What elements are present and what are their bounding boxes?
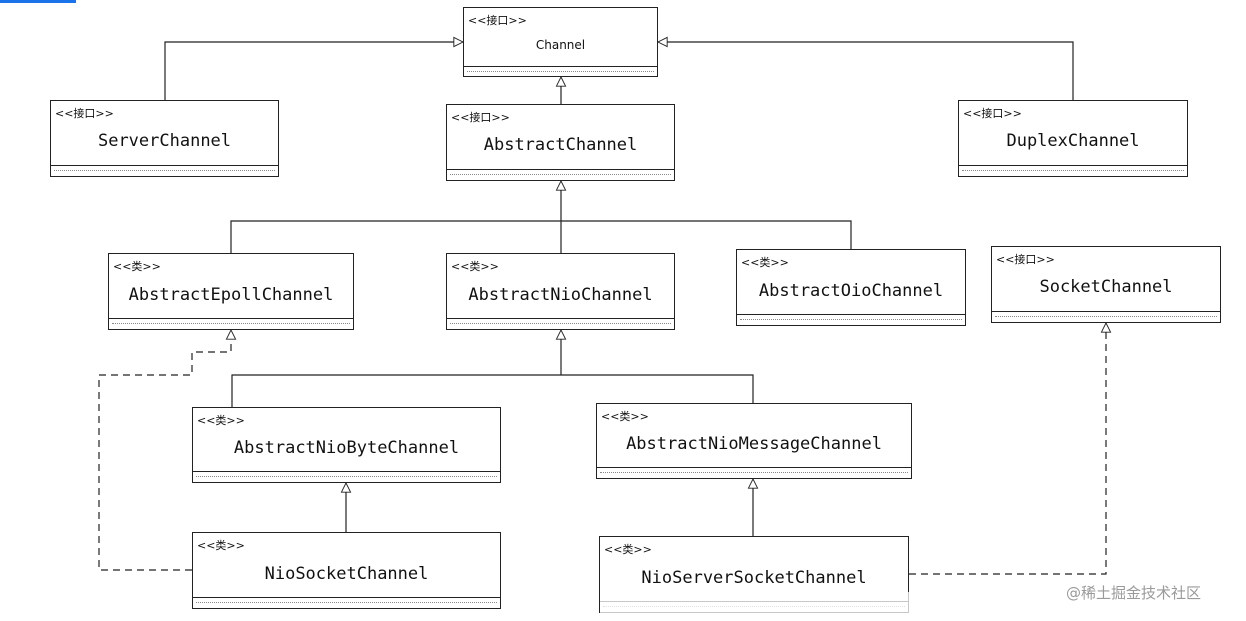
class-niosocketchannel[interactable]: <<类>> NioSocketChannel [192,532,501,609]
class-serverchannel[interactable]: <<接口>> ServerChannel [50,100,279,177]
top-accent-bar [0,0,76,3]
stereotype-label: <<类>> [451,260,499,273]
class-abstractniobytechannel[interactable]: <<类>> AbstractNioByteChannel [192,407,501,483]
class-abstractepollchannel[interactable]: <<类>> AbstractEpollChannel [108,253,354,330]
edge-niobyte-abstractnio [231,374,561,407]
watermark-text: @稀土掘金技术社区 [1066,584,1202,602]
stereotype-label: <<类>> [113,260,161,273]
bottom-blur-overlay [600,592,910,614]
class-abstractniomessagechannel[interactable]: <<类>> AbstractNioMessageChannel [596,403,912,479]
class-name: SocketChannel [1039,277,1173,297]
edge-duplexchannel-channel [658,42,1074,100]
class-channel[interactable]: <<接口>> Channel [463,7,658,77]
class-name: DuplexChannel [1006,131,1140,151]
class-name: AbstractNioChannel [468,285,653,305]
stereotype-label: <<接口>> [451,111,510,124]
edge-abstractoio-abstractchannel [561,220,852,249]
class-name: ServerChannel [97,131,232,151]
class-socketchannel[interactable]: <<接口>> SocketChannel [991,246,1221,323]
stereotype-label: <<接口>> [996,253,1055,266]
stereotype-label: <<接口>> [55,107,114,120]
edge-niomessage-abstractnio [561,374,754,403]
stereotype-label: <<接口>> [468,14,527,27]
stereotype-label: <<类>> [741,256,789,269]
edge-nioserversocket-socketchannel-realization [909,323,1106,575]
stereotype-label: <<类>> [197,539,245,552]
class-abstractoiochannel[interactable]: <<类>> AbstractOioChannel [736,249,966,326]
class-abstractniochannel[interactable]: <<类>> AbstractNioChannel [446,253,675,330]
class-name: AbstractEpollChannel [128,285,334,305]
stereotype-label: <<类>> [197,414,245,427]
class-name: AbstractNioByteChannel [233,438,460,458]
class-name: AbstractChannel [483,135,638,155]
stereotype-label: <<类>> [604,543,652,556]
stereotype-label: <<接口>> [963,107,1022,120]
class-duplexchannel[interactable]: <<接口>> DuplexChannel [958,100,1188,177]
class-name: AbstractNioMessageChannel [626,434,882,454]
class-name: NioSocketChannel [264,564,429,584]
class-name: NioServerSocketChannel [641,568,867,588]
class-abstractchannel[interactable]: <<接口>> AbstractChannel [446,104,675,181]
edge-serverchannel-channel [164,42,463,100]
stereotype-label: <<类>> [601,410,649,423]
class-name: AbstractOioChannel [758,281,944,301]
edge-abstractepoll-abstractchannel [230,220,561,253]
class-name: Channel [535,38,586,52]
